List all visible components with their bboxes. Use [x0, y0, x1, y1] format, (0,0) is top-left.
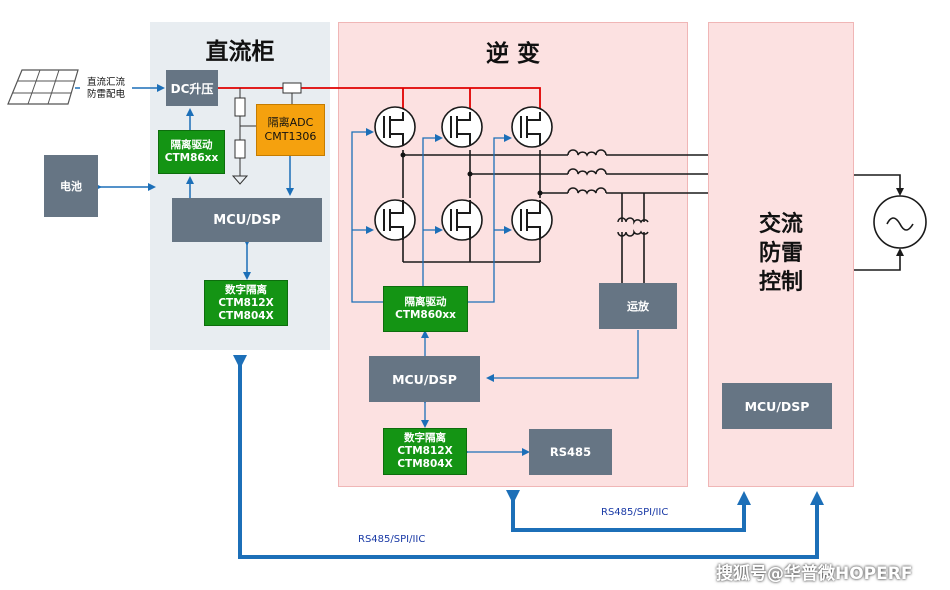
inner-bus-label: RS485/SPI/IIC [601, 507, 669, 518]
dc-digital-isolator-block: 数字隔离 CTM812X CTM804X [204, 280, 288, 326]
inv-mcu-dsp-block: MCU/DSP [369, 356, 480, 402]
ac-title-line-3: 控制 [758, 270, 803, 295]
solar-label-line-2: 防雷配电 [86, 89, 125, 100]
ac-title-line-2: 防雷 [758, 241, 803, 266]
inv-iso-line-1: 数字隔离 [404, 432, 446, 444]
dc-iso-line-2: CTM812X [218, 296, 274, 309]
mosfet-q5-icon [441, 199, 483, 241]
inv-driver-line-1: 隔离驱动 [404, 296, 447, 308]
dc-isolated-driver-block: 隔离驱动 CTM86xx [158, 130, 225, 174]
ac-title-line-1: 交流 [758, 212, 803, 237]
mosfet-q4-icon [374, 199, 416, 241]
inv-driver-line-2: CTM860xx [395, 309, 456, 321]
dc-iso-line-1: 数字隔离 [225, 283, 267, 296]
inductor-coils [567, 149, 649, 237]
watermark-text: 搜狐号@华普微HOPERF [716, 564, 913, 584]
rs485-block: RS485 [529, 429, 612, 475]
adc-line-1: 隔离ADC [267, 116, 314, 129]
dc-driver-line-2: CTM86xx [164, 152, 219, 164]
inv-iso-line-2: CTM812X [397, 445, 453, 457]
mosfet-q6-icon [511, 199, 553, 241]
dc-mcu-dsp-block: MCU/DSP [172, 198, 322, 242]
dc-iso-line-3: CTM804X [218, 309, 274, 322]
isolated-adc-block: 隔离ADC CMT1306 [256, 104, 325, 156]
inv-isolated-driver-block: 隔离驱动 CTM860xx [383, 286, 468, 332]
adc-line-2: CMT1306 [264, 130, 317, 143]
mosfet-q3-icon [511, 106, 553, 148]
ac-mcu-dsp-block: MCU/DSP [722, 383, 832, 429]
dc-driver-line-1: 隔离驱动 [170, 139, 213, 151]
dc-boost-block: DC升压 [166, 70, 218, 106]
ac-protection-title: 交流 防雷 控制 [708, 210, 854, 297]
opamp-block: 运放 [599, 283, 677, 329]
inv-iso-line-3: CTM804X [397, 458, 453, 470]
dc-cabinet-title: 直流柜 [205, 39, 275, 65]
mosfet-bridge [402, 150, 904, 283]
solar-label-line-1: 直流汇流 [86, 77, 125, 88]
outer-bus-label: RS485/SPI/IIC [358, 534, 426, 545]
mosfet-q1-icon [374, 106, 416, 148]
inv-digital-isolator-block: 数字隔离 CTM812X CTM804X [383, 428, 467, 475]
solar-panel-icon [7, 69, 79, 105]
ac-source-icon [873, 195, 927, 249]
solar-combiner-label: 直流汇流 防雷配电 [80, 77, 132, 101]
battery-block: 电池 [44, 155, 98, 217]
mosfet-q2-icon [441, 106, 483, 148]
inverter-title: 逆 变 [485, 41, 540, 67]
